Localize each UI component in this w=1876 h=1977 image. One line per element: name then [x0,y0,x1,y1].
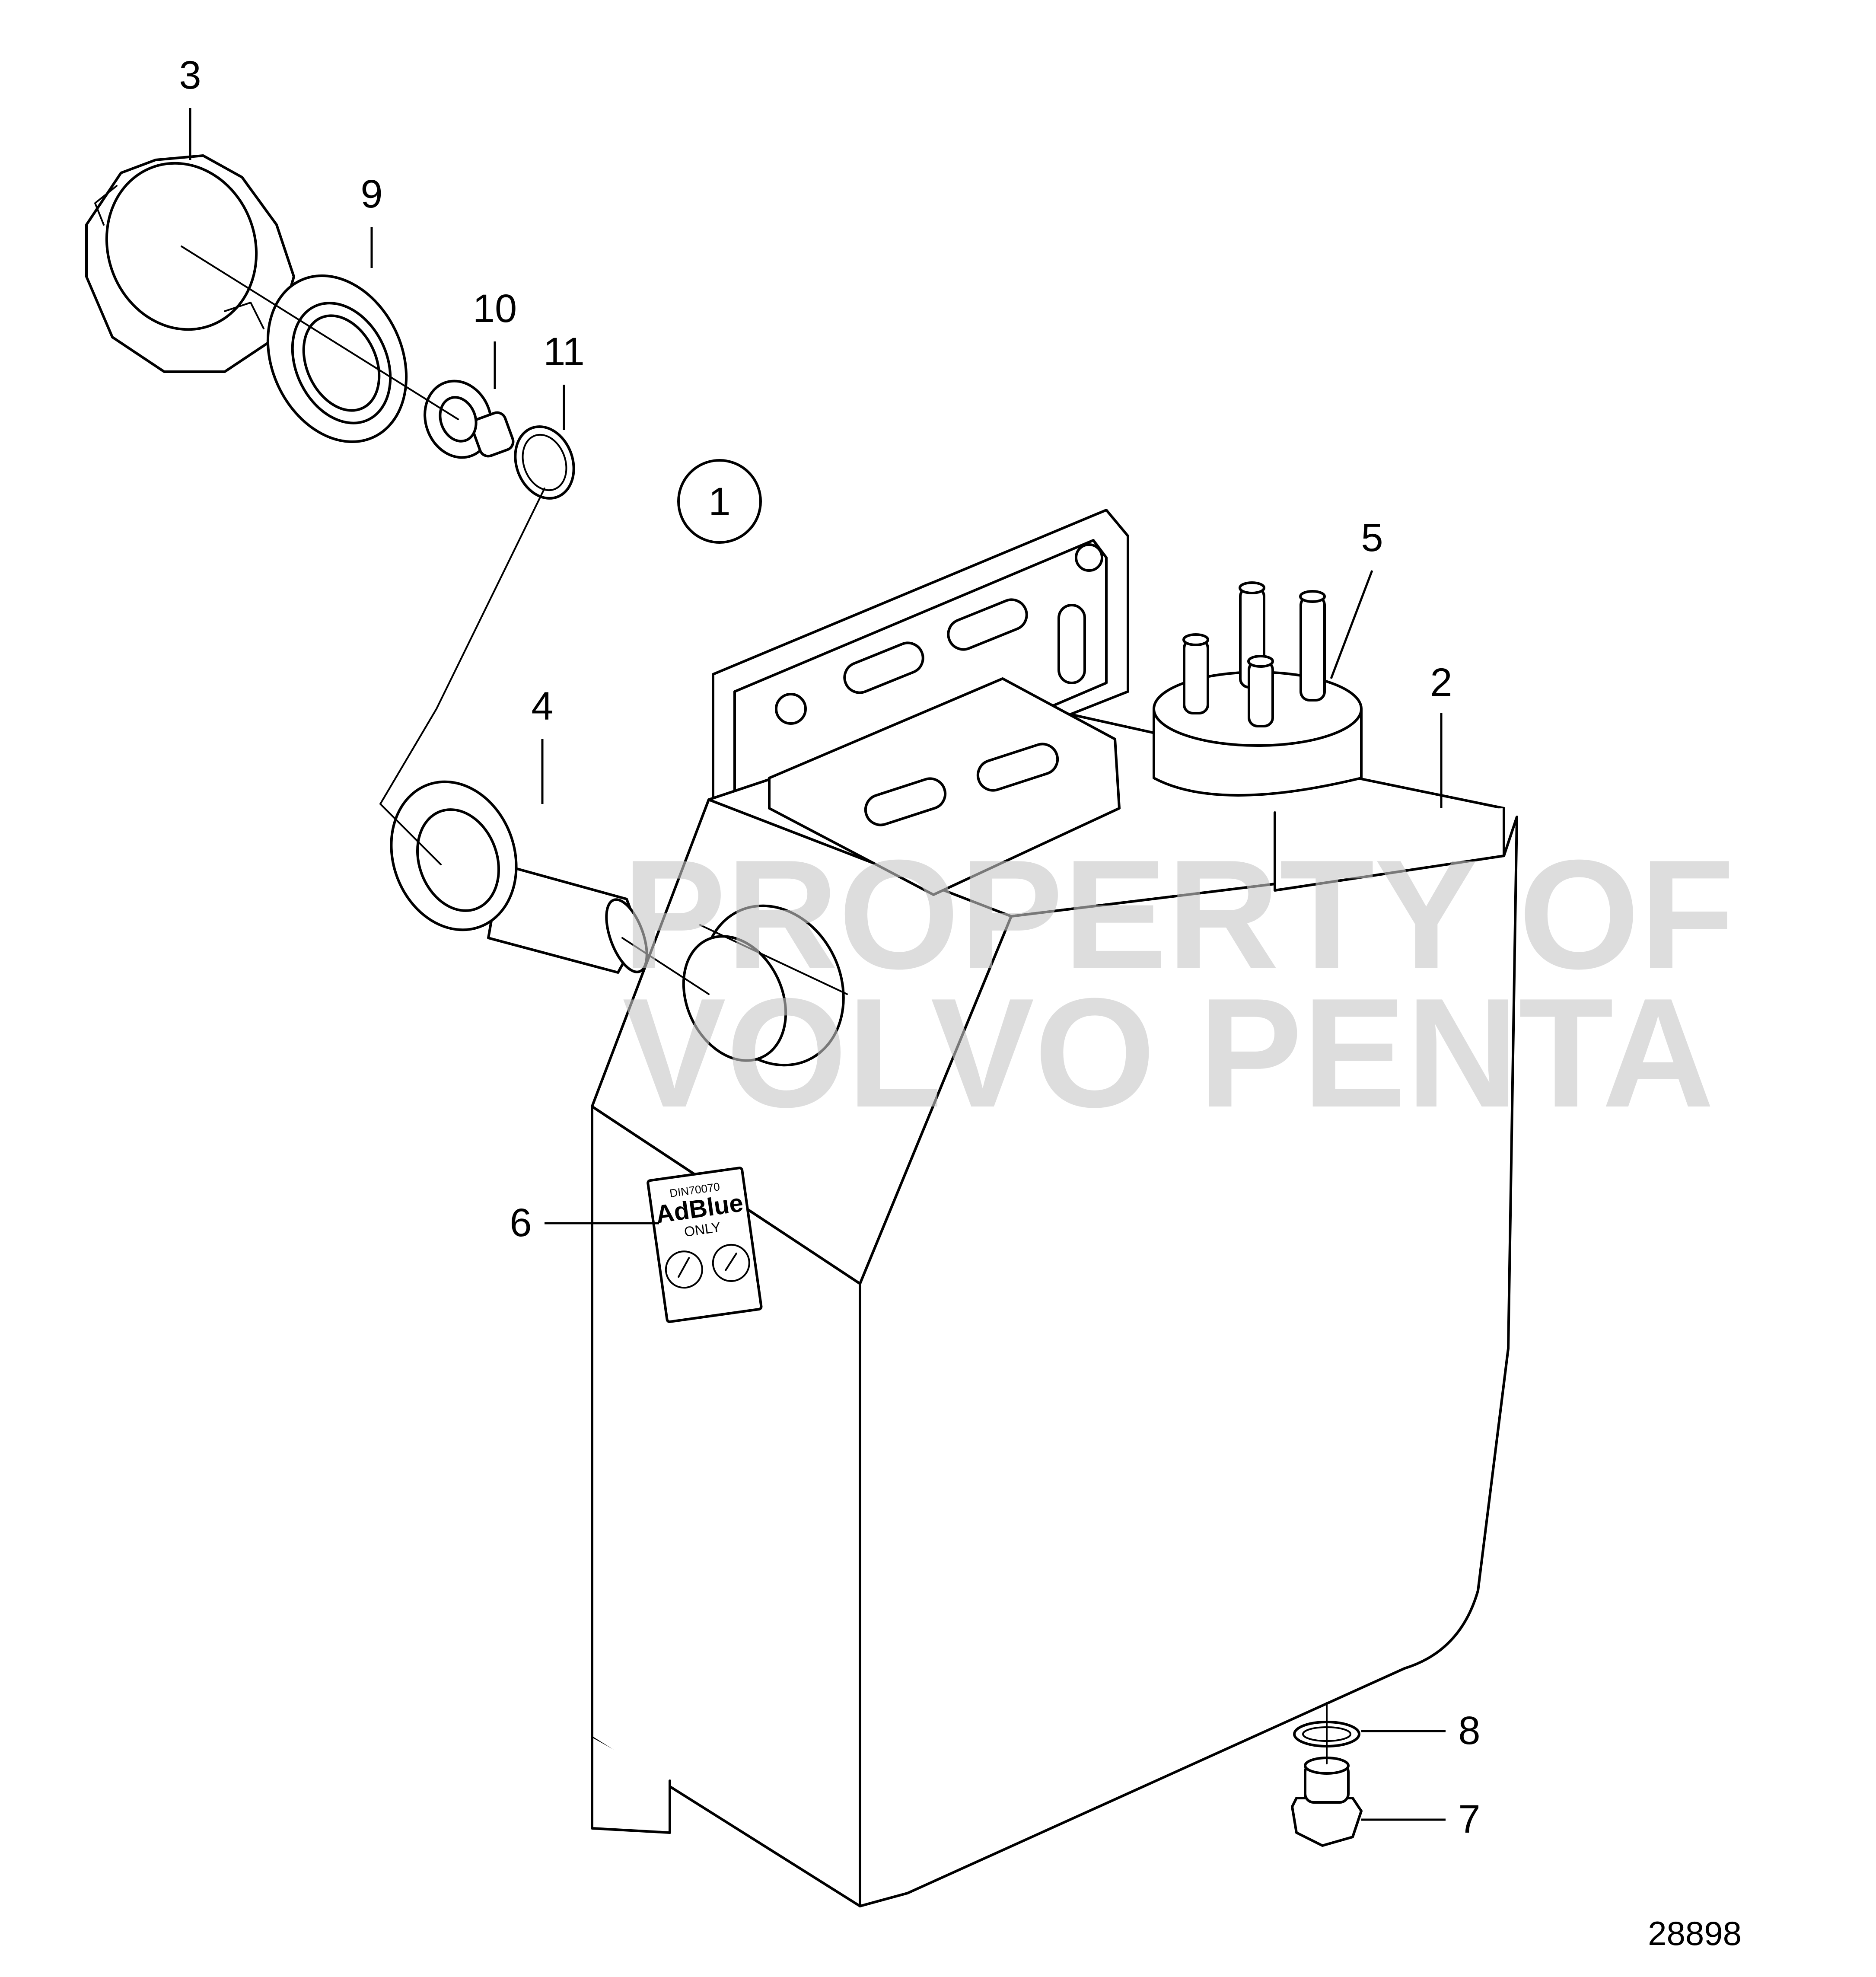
watermark-line-2: VOLVO PENTA [622,966,1714,1140]
adblue-warning-label: DIN70070 AdBlue ONLY [647,1167,763,1323]
callout-8: 8 [1361,1709,1481,1753]
callout-4-text: 4 [531,684,553,728]
o-ring-upper [514,425,575,500]
callout-9-text: 9 [360,172,382,216]
drawing-number: 28898 [1648,1914,1742,1952]
callout-9: 9 [360,172,383,268]
callout-5-text: 5 [1361,516,1383,560]
level-sender-unit [1153,581,1363,797]
callout-8-text: 8 [1458,1709,1480,1753]
callout-11-text: 11 [543,330,585,374]
vent-valve [424,379,515,459]
filler-cap [85,154,295,373]
callout-1: 1 [677,459,762,544]
callout-10: 10 [473,287,517,389]
callout-6-text: 6 [510,1201,532,1245]
watermark: PROPERTY OF VOLVO PENTA [622,828,1735,1140]
tank-body [591,677,1518,1907]
callout-11: 11 [543,330,585,430]
callout-3: 3 [179,53,201,160]
adapter-ring [266,274,408,443]
callout-1-circle [677,459,762,544]
watermark-line-1: PROPERTY OF [622,828,1735,1001]
drain-plug [1291,1757,1363,1847]
callout-10-text: 10 [473,287,517,331]
callout-7-text: 7 [1458,1797,1480,1841]
callout-5: 5 [1330,516,1383,679]
callout-3-text: 3 [179,53,201,97]
callout-7: 7 [1361,1797,1481,1841]
callout-2-text: 2 [1430,660,1452,705]
callout-4: 4 [531,684,554,804]
callout-2: 2 [1430,660,1452,808]
filler-pipe [390,780,648,974]
assembly-axis-line [181,246,710,995]
callout-6: 6 [510,1201,659,1245]
callout-1-text: 1 [708,480,730,524]
